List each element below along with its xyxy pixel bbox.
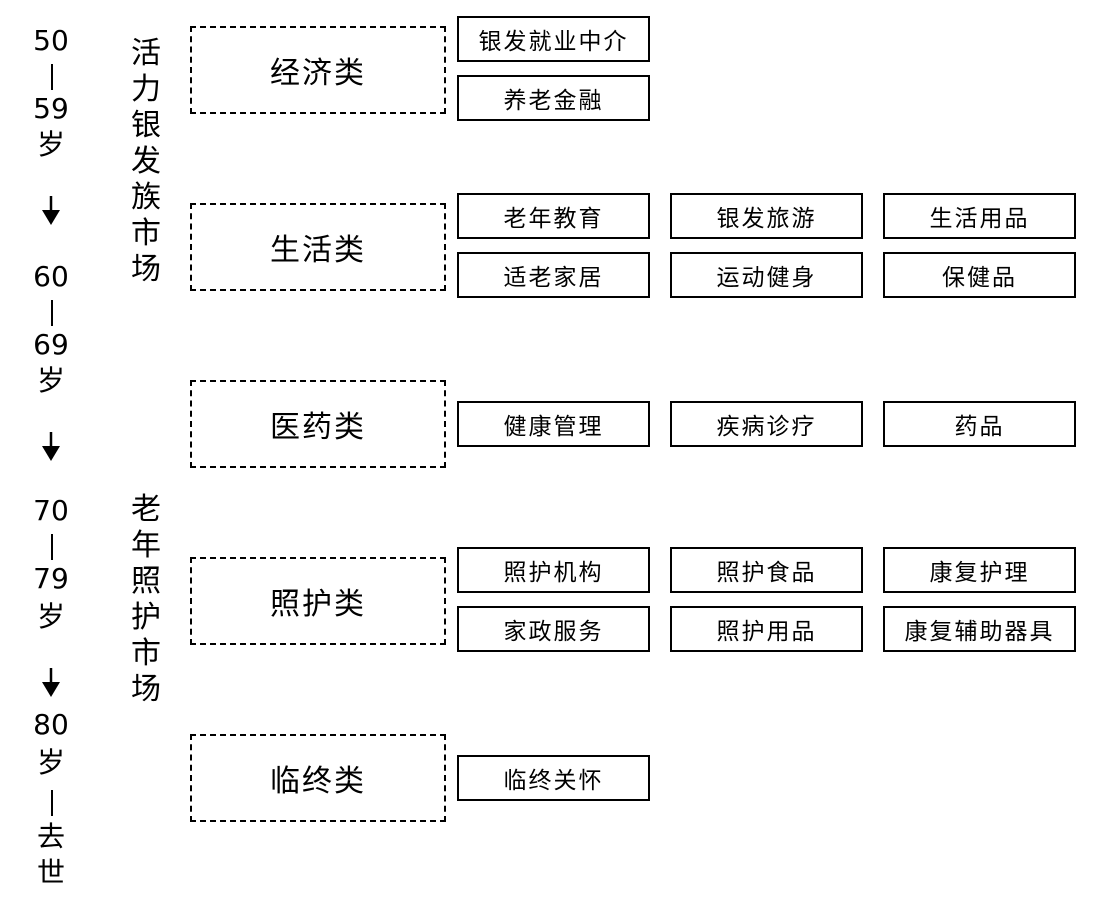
market-char: 发 [131, 144, 161, 179]
category-medical: 医药类 [190, 380, 446, 468]
item-silver-tourism: 银发旅游 [670, 193, 863, 239]
death-label-qu: 去 [36, 820, 65, 853]
item-hospice-care: 临终关怀 [457, 755, 650, 801]
item-medicine: 药品 [883, 401, 1076, 447]
item-daily-goods: 生活用品 [883, 193, 1076, 239]
category-hospice: 临终类 [190, 734, 446, 822]
item-silver-job-agency: 银发就业中介 [457, 16, 650, 62]
market-char: 族 [131, 180, 161, 215]
item-health-products: 保健品 [883, 252, 1076, 298]
market-char: 活 [131, 36, 161, 71]
category-life: 生活类 [190, 203, 446, 291]
item-disease-treatment: 疾病诊疗 [670, 401, 863, 447]
age-79-label: 79 [33, 562, 69, 595]
age-50-label: 50 [33, 24, 69, 57]
age-unit-label: 岁 [36, 746, 65, 779]
item-rehab-nursing: 康复护理 [883, 547, 1076, 593]
item-health-management: 健康管理 [457, 401, 650, 447]
age-range-separator [51, 790, 53, 816]
down-arrow-icon [42, 668, 60, 697]
down-arrow-icon [42, 196, 60, 225]
age-80-label: 80 [33, 708, 69, 741]
death-label-shi: 世 [36, 856, 65, 889]
market-char: 老 [131, 492, 161, 527]
item-pension-finance: 养老金融 [457, 75, 650, 121]
item-senior-education: 老年教育 [457, 193, 650, 239]
age-69-label: 69 [33, 328, 69, 361]
market-char: 护 [131, 600, 161, 635]
item-aging-friendly-home: 适老家居 [457, 252, 650, 298]
market-char: 年 [131, 528, 161, 563]
item-sports-fitness: 运动健身 [670, 252, 863, 298]
market-char: 市 [131, 216, 161, 251]
age-59-label: 59 [33, 92, 69, 125]
item-care-food: 照护食品 [670, 547, 863, 593]
age-range-separator [51, 64, 53, 90]
age-unit-label: 岁 [36, 128, 65, 161]
market-char: 场 [131, 672, 161, 707]
market-char: 银 [131, 108, 161, 143]
age-range-separator [51, 300, 53, 326]
item-housekeeping: 家政服务 [457, 606, 650, 652]
market-char: 照 [131, 564, 161, 599]
market-char: 市 [131, 636, 161, 671]
category-economy: 经济类 [190, 26, 446, 114]
down-arrow-icon [42, 432, 60, 461]
category-care: 照护类 [190, 557, 446, 645]
age-unit-label: 岁 [36, 364, 65, 397]
market-char: 场 [131, 252, 161, 287]
age-range-separator [51, 534, 53, 560]
item-rehab-aids: 康复辅助器具 [883, 606, 1076, 652]
age-unit-label: 岁 [36, 600, 65, 633]
market-char: 力 [131, 72, 161, 107]
item-care-institution: 照护机构 [457, 547, 650, 593]
active-silver-market-label: 活 力 银 发 族 市 场 [126, 36, 166, 288]
elderly-care-market-label: 老 年 照 护 市 场 [126, 492, 166, 708]
age-60-label: 60 [33, 260, 69, 293]
item-care-supplies: 照护用品 [670, 606, 863, 652]
age-70-label: 70 [33, 494, 69, 527]
